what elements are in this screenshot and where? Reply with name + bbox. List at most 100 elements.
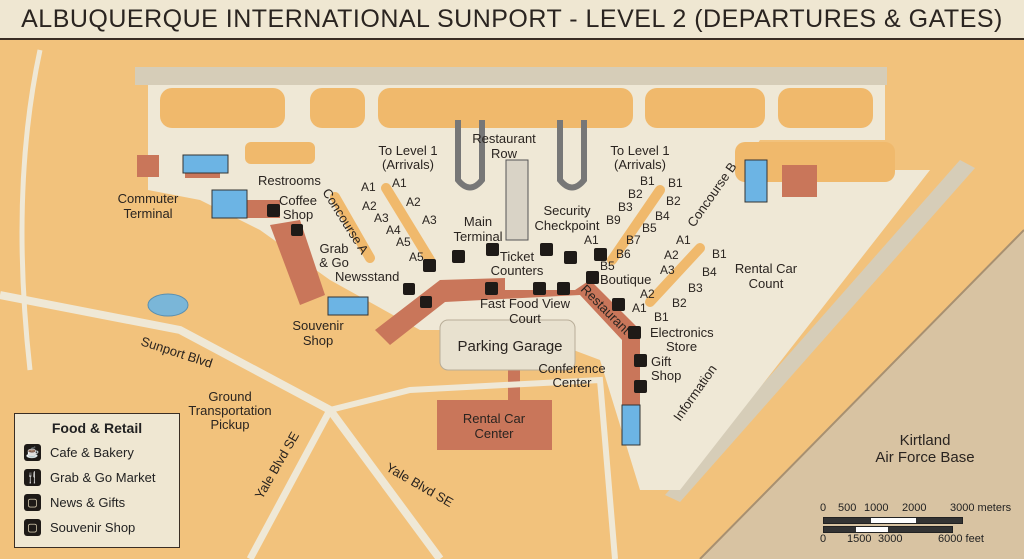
legend-item-cafe: ☕Cafe & Bakery [15, 440, 179, 465]
shopping-bag-icon: ▢ [24, 494, 41, 511]
parking-garage[interactable] [439, 319, 576, 371]
scale-label: 3000 meters [950, 502, 1012, 514]
label-security-checkpoint-2: Checkpoint [534, 218, 599, 233]
label-ground-transportation-3: Pickup [210, 417, 249, 432]
escalator-left[interactable] [455, 120, 485, 191]
legend-item-souvenir: ▢ Souvenir Shop [15, 515, 179, 540]
gates-concourse-b: B1 B2 B3 B9 A1 B7 B6 B5 B1 B2 B4 B5 A1 A… [584, 174, 727, 324]
gate-label: A3 [660, 263, 675, 277]
sunport-blvd-road [0, 291, 444, 559]
gate-label: A3 [422, 213, 437, 227]
gate-label: A5 [409, 250, 424, 264]
concourse-a[interactable] [381, 183, 435, 265]
gate-label: A1 [632, 301, 647, 315]
gate-label: A1 [361, 180, 376, 194]
label-rental-car-count: Rental Car [735, 261, 798, 276]
legend-label: Souvenir Shop [50, 520, 136, 535]
gate-label: A1 [676, 233, 691, 247]
label-security-checkpoint: Security [544, 203, 591, 218]
restroom-icon [211, 189, 248, 219]
rental-car-center-building[interactable] [437, 400, 552, 450]
shopping-bag-icon [612, 298, 625, 311]
cafe-icon [557, 282, 570, 295]
shopping-bag-icon [540, 243, 553, 256]
fork-knife-icon [423, 259, 436, 272]
fork-knife-icon [594, 248, 607, 261]
fork-knife-icon [533, 282, 546, 295]
map-title: ALBUQUERQUE INTERNATIONAL SUNPORT - LEVE… [0, 0, 1024, 40]
label-newsstand: Newsstand [335, 269, 399, 284]
gate-label: A2 [640, 287, 655, 301]
restroom-icon [621, 404, 641, 446]
label-gift-shop-2: Shop [651, 368, 681, 383]
concourse-b-lower[interactable] [645, 243, 705, 307]
label-electronics-store: Electronics [650, 325, 714, 340]
amenity-icons [267, 204, 647, 393]
label-souvenir-shop-2: Shop [303, 333, 333, 348]
gate-label: B6 [616, 247, 631, 261]
label-conference-center-2: Center [552, 375, 592, 390]
runway-diagonal [665, 160, 975, 502]
fork-knife-icon [564, 251, 577, 264]
scale-label: 1500 [847, 533, 872, 545]
gate-label: B9 [606, 213, 621, 227]
label-coffee-shop: Coffee [279, 193, 317, 208]
cafe-icon [628, 326, 641, 339]
label-grab-go-2: & Go [319, 255, 349, 270]
restroom-icon [327, 296, 369, 316]
shopping-bag-icon: ▢ [24, 519, 41, 536]
label-commuter-terminal: Commuter [118, 191, 179, 206]
gate-label: B5 [600, 259, 615, 273]
gate-label: A2 [362, 199, 377, 213]
label-fast-food-2: Court [509, 311, 541, 326]
escalator-right[interactable] [557, 120, 587, 191]
gate-label: B1 [712, 247, 727, 261]
label-to-level1-right: To Level 1 [610, 143, 669, 158]
label-ground-transportation: Ground [208, 389, 251, 404]
gate-label: B2 [666, 194, 681, 208]
gate-label: B4 [655, 209, 670, 223]
label-souvenir-shop: Souvenir [292, 318, 344, 333]
label-restrooms: Restrooms [258, 173, 321, 188]
gate-label: A3 [374, 211, 389, 225]
label-rental-car-count-2: Count [749, 276, 784, 291]
cafe-icon [452, 250, 465, 263]
label-rental-car-center: Rental Car [463, 411, 526, 426]
gate-label: A1 [392, 176, 407, 190]
central-stairs[interactable] [505, 159, 529, 241]
legend-label: Cafe & Bakery [50, 445, 134, 460]
shopping-bag-icon [291, 224, 303, 236]
label-ticket-counters-2: Counters [491, 263, 544, 278]
label-electronics-store-2: Store [666, 339, 697, 354]
legend-label: News & Gifts [50, 495, 126, 510]
shopping-bag-icon [634, 380, 647, 393]
concourse-b-upper[interactable] [607, 185, 665, 265]
label-to-level1-right-2: (Arrivals) [614, 157, 666, 172]
gate-label: B7 [626, 233, 641, 247]
scale-label: 500 [838, 502, 857, 514]
legend-food-retail: Food & Retail ☕Cafe & Bakery 🍴Grab & Go … [14, 413, 180, 548]
label-main-terminal-2: Terminal [453, 229, 502, 244]
airport-map[interactable]: Restaurant Row To Level 1 (Arrivals) To … [0, 40, 1024, 559]
pond [147, 293, 189, 317]
shopping-bag-icon [403, 283, 415, 295]
label-ground-transportation-2: Transportation [188, 403, 271, 418]
gate-label: A2 [406, 195, 421, 209]
fork-knife-icon [267, 204, 280, 217]
fork-knife-icon [486, 243, 499, 256]
fork-knife-icon: 🍴 [24, 469, 41, 486]
shopping-bag-icon [634, 354, 647, 367]
label-restaurant-row-2: Row [491, 146, 518, 161]
gate-label: B2 [628, 187, 643, 201]
gate-label: B1 [654, 310, 669, 324]
legend-item-news: ▢ News & Gifts [15, 490, 179, 515]
scale-label: 2000 [902, 502, 927, 514]
runway [135, 67, 887, 85]
label-conference-center: Conference [538, 361, 605, 376]
west-building [270, 220, 325, 305]
legend-item-grab-go: 🍴Grab & Go Market [15, 465, 179, 490]
label-to-level1-left-2: (Arrivals) [382, 157, 434, 172]
restroom-icon [744, 159, 768, 203]
label-fast-food: Fast Food View [480, 296, 571, 311]
label-grab-go: Grab [320, 241, 349, 256]
